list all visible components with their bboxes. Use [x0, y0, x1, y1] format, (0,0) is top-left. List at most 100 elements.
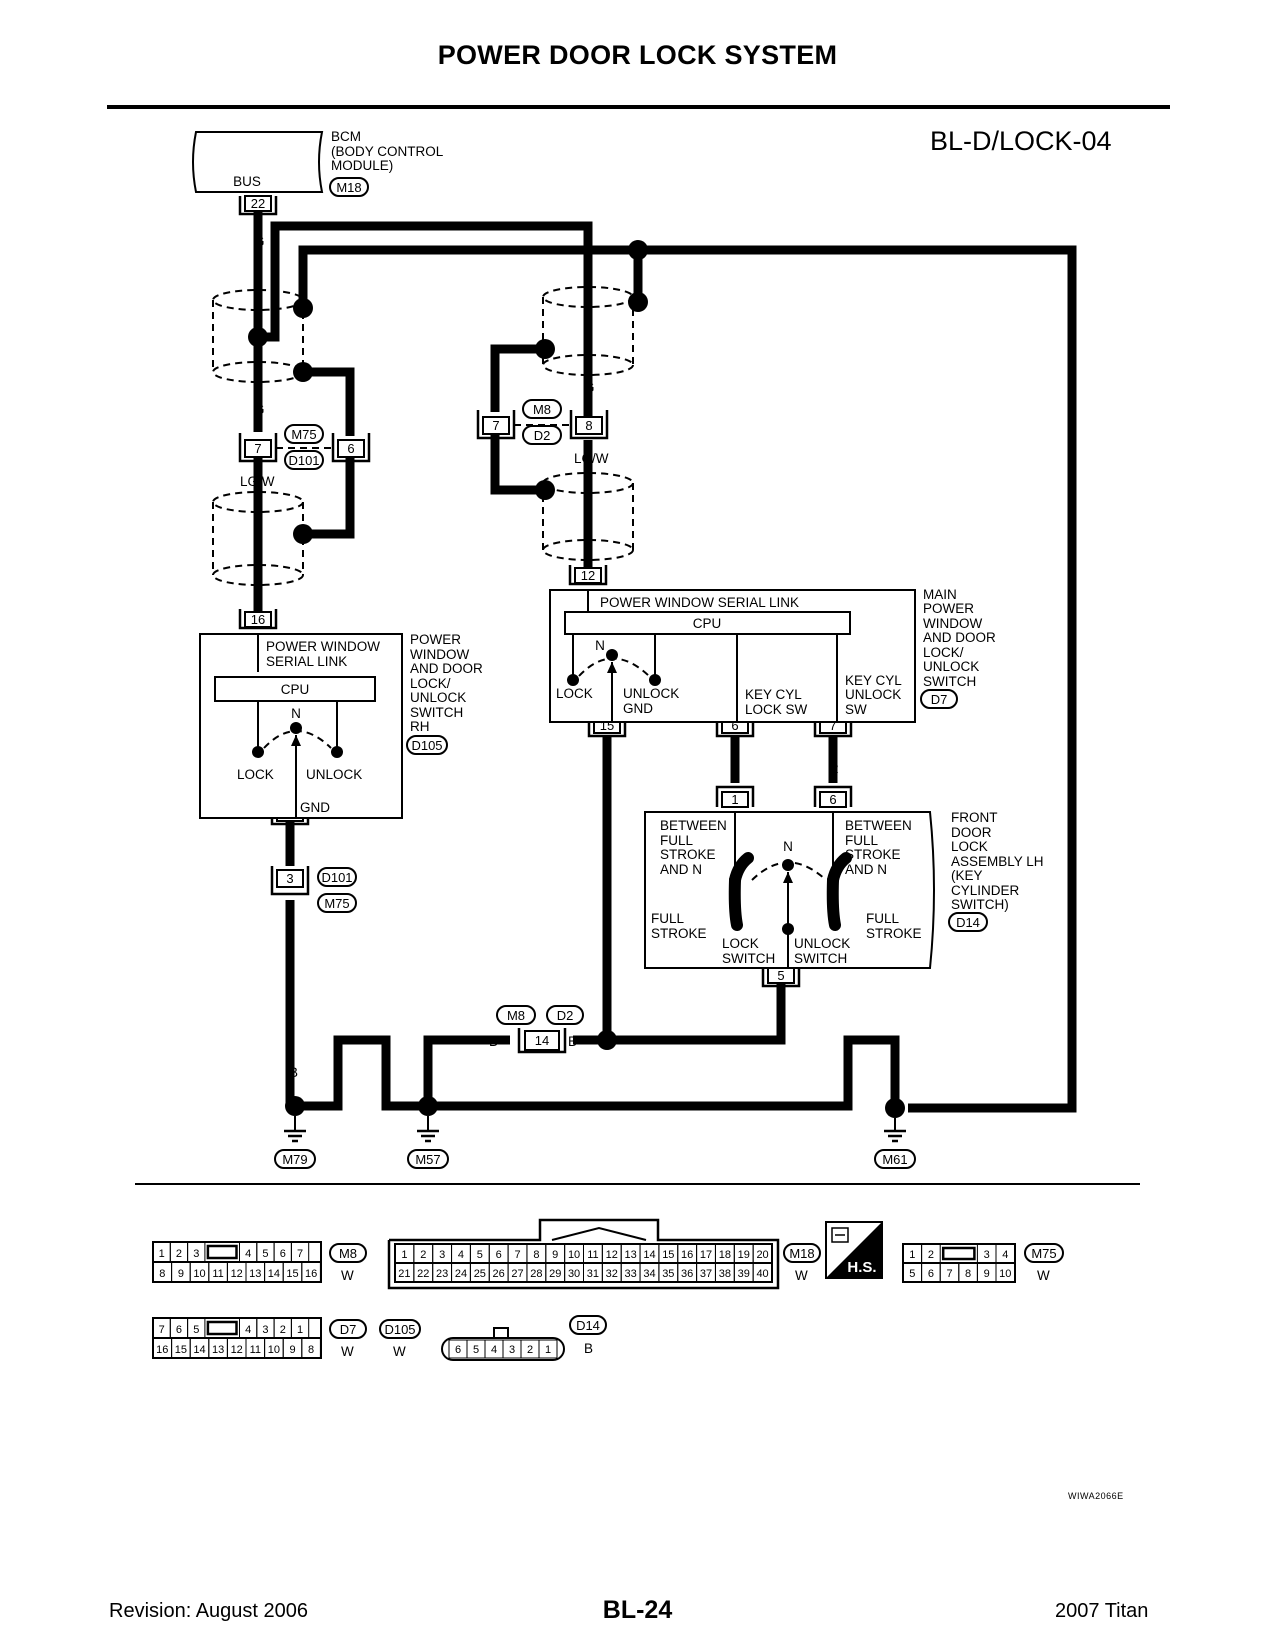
full-stroke-l-2: STROKE [651, 926, 707, 941]
pin-number: 3 [509, 1344, 515, 1356]
tag-m75: M75 [291, 427, 316, 442]
pin-number: 14 [268, 1268, 280, 1280]
pin-number: 16 [681, 1249, 693, 1261]
pin-number: 6 [455, 1344, 461, 1356]
face-d14-color: B [584, 1341, 593, 1356]
pin-number: 36 [681, 1268, 693, 1280]
front-label-4: ASSEMBLY LH [951, 854, 1044, 869]
pin-number: 7 [514, 1249, 520, 1261]
main-gnd: GND [623, 701, 653, 716]
pin-number: 31 [587, 1268, 599, 1280]
wire-b-10: B [424, 1065, 433, 1080]
wire-g-1: G [254, 234, 265, 249]
full-stroke-r-1: FULL [866, 911, 900, 926]
bcm-module: BUS BCM (BODY CONTROL MODULE) [192, 129, 444, 193]
pin-number: 25 [474, 1268, 486, 1280]
main-cpu: CPU [693, 616, 722, 631]
face-m18-tag: M18 [789, 1246, 814, 1261]
hs-label: H.S. [847, 1259, 876, 1276]
wire-r: R [829, 761, 839, 776]
pin-number: 9 [178, 1268, 184, 1280]
ground-points: M79 M57 M61 [274, 1116, 916, 1169]
pin-number: 15 [662, 1249, 674, 1261]
pin-number: 5 [473, 1344, 479, 1356]
wire-g-3: G [584, 380, 595, 395]
face-m75-color: W [1037, 1268, 1050, 1283]
pin-number: 13 [249, 1268, 261, 1280]
pin-number: 19 [738, 1249, 750, 1261]
tag-m8-b: M8 [507, 1008, 525, 1023]
between-r-2: FULL [845, 833, 879, 848]
pin-number: 8 [159, 1268, 165, 1280]
pin-number: 16 [156, 1344, 168, 1356]
pin-3: 3 [286, 871, 293, 886]
wire-lgw-1: LG/W [240, 474, 275, 489]
wire-lgw-2: LG/W [574, 451, 609, 466]
wire-g-2: G [254, 402, 265, 417]
pin-number: 2 [420, 1249, 426, 1261]
pin-7-left: 7 [254, 441, 261, 456]
pin-number: 26 [493, 1268, 505, 1280]
pin-number: 6 [280, 1248, 286, 1260]
pin-16: 16 [251, 612, 265, 627]
pin-number: 18 [719, 1249, 731, 1261]
wire-b-1: B [286, 850, 295, 865]
between-l-4: AND N [660, 862, 702, 877]
pin-number: 12 [231, 1344, 243, 1356]
footer-revision: Revision: August 2006 [109, 1600, 309, 1622]
ground-m79: M79 [282, 1152, 307, 1167]
main-n: N [595, 638, 605, 653]
tag-d2-b: D2 [557, 1008, 574, 1023]
pin-number: 40 [756, 1268, 768, 1280]
pin-number: 20 [756, 1249, 768, 1261]
rh-label-6: SWITCH [410, 705, 463, 720]
pin-number: 8 [533, 1249, 539, 1261]
face-d105-tag: D105 [384, 1322, 415, 1337]
pin-number: 4 [245, 1248, 251, 1260]
pin-6-left: 6 [347, 441, 354, 456]
pin-number: 5 [193, 1324, 199, 1336]
ground-m57: M57 [415, 1152, 440, 1167]
connector-tags: M18 M75 D101 M8 D2 D105 D7 D14 D101 M75 … [284, 177, 988, 1025]
pin-7-mid: 7 [492, 418, 499, 433]
rh-label-3: AND DOOR [410, 661, 483, 676]
pin-number: 3 [984, 1249, 990, 1261]
rh-switch-unit: POWER WINDOW SERIAL LINK CPU N LOCK UNLO… [199, 632, 483, 819]
pin-1-lock: 1 [731, 792, 738, 807]
pin-number: 9 [552, 1249, 558, 1261]
pin-number: 8 [308, 1344, 314, 1356]
pin-cell [301, 1337, 321, 1359]
tag-d7: D7 [931, 692, 948, 707]
between-l-1: BETWEEN [660, 818, 727, 833]
pin-number: 4 [245, 1324, 251, 1336]
pin-number: 28 [530, 1268, 542, 1280]
pin-cell [995, 1262, 1016, 1283]
main-label-2: POWER [923, 601, 974, 616]
face-m75-tag: M75 [1031, 1246, 1056, 1261]
main-label-4: AND DOOR [923, 630, 996, 645]
pin-number: 10 [999, 1268, 1011, 1280]
key-cyl-unlock-2: UNLOCK [845, 687, 901, 702]
pin-number: 5 [909, 1268, 915, 1280]
tag-d101: D101 [288, 453, 319, 468]
wire-b-9: B [382, 1065, 391, 1080]
pin-number: 13 [212, 1344, 224, 1356]
page-title: POWER DOOR LOCK SYSTEM [437, 40, 838, 70]
wire-harness [253, 210, 1077, 1113]
pin-number: 4 [491, 1344, 497, 1356]
bcm-bus-label: BUS [233, 174, 261, 189]
pin-number: 7 [159, 1324, 165, 1336]
wire-b-3: B [603, 761, 612, 776]
section-rule [135, 1183, 1140, 1185]
rh-label-1: POWER [410, 632, 461, 647]
pin-number: 17 [700, 1249, 712, 1261]
lock-switch-2: SWITCH [722, 951, 775, 966]
pin-number: 2 [176, 1248, 182, 1260]
pin-number: 15 [175, 1344, 187, 1356]
main-serial-link: POWER WINDOW SERIAL LINK [600, 595, 799, 610]
face-m8-color: W [341, 1268, 354, 1283]
